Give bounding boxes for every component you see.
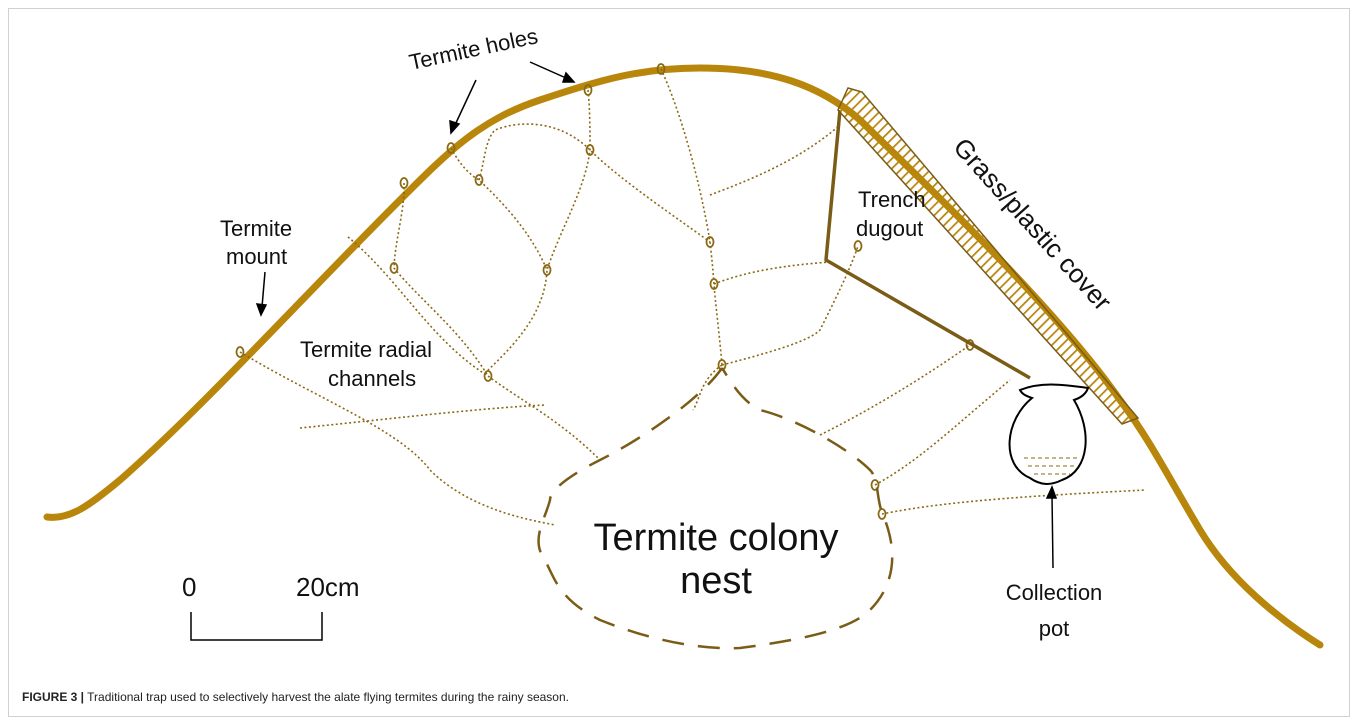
label-termite-holes: Termite holes: [407, 23, 540, 75]
figure-label: FIGURE 3 |: [22, 690, 84, 704]
label-termite-mount-line2: mount: [226, 244, 287, 269]
termite-hole: [485, 371, 492, 381]
trench-dugout: [826, 110, 1030, 378]
termite-hole: [544, 265, 551, 275]
label-nest-line1: Termite colony: [594, 517, 839, 559]
label-trench-line2: dugout: [856, 216, 923, 241]
termite-hole: [855, 241, 862, 251]
colony-nest-outline: [539, 368, 893, 648]
label-radial-channels-line2: channels: [328, 366, 416, 391]
scale-bar-end: 20cm: [296, 572, 360, 602]
caption-text: Traditional trap used to selectively har…: [87, 690, 569, 704]
label-radial-channels-line1: Termite radial: [300, 337, 432, 362]
scale-bar: 0 20cm: [182, 572, 360, 640]
scale-bar-start: 0: [182, 572, 196, 602]
grass-plastic-cover: [838, 88, 1138, 424]
annotation-arrows: [257, 62, 1056, 568]
figure-caption: FIGURE 3 | Traditional trap used to sele…: [22, 690, 569, 704]
label-termite-mount-line1: Termite: [220, 216, 292, 241]
label-pot-line2: pot: [1039, 616, 1070, 641]
collection-pot: [1010, 385, 1088, 484]
label-pot-line1: Collection: [1006, 580, 1103, 605]
label-nest-line2: nest: [680, 560, 752, 602]
label-trench-line1: Trench: [858, 187, 926, 212]
